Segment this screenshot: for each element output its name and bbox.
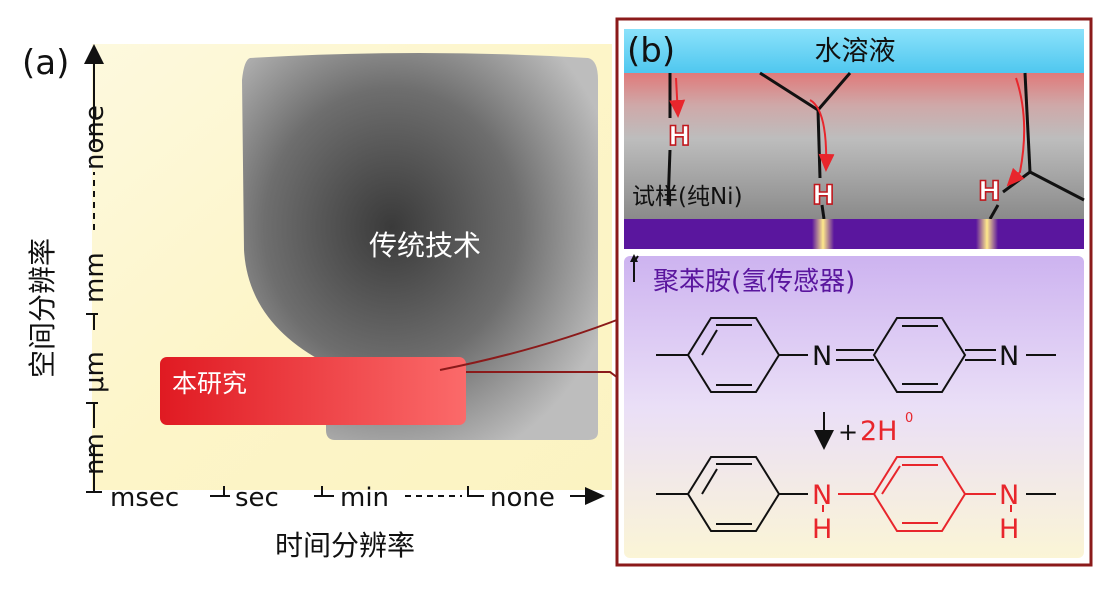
y-tick-mm: mm — [80, 252, 110, 303]
amine-nitrogen-1: N — [812, 480, 832, 511]
y-tick-none: none — [80, 105, 110, 170]
reaction-plus: + — [838, 418, 858, 446]
panel-b-label: (b) — [627, 31, 675, 71]
emeraldine-structure — [656, 317, 1056, 393]
panel-a: 传统技术 本研究 nm μm mm none msec sec min — [22, 43, 612, 562]
sensor-layer — [624, 219, 1084, 249]
x-axis-title: 时间分辨率 — [275, 529, 415, 562]
amine-hydrogen-2: H — [999, 514, 1019, 545]
sample-layer — [624, 73, 1084, 219]
reaction-reagent-sup: 0 — [905, 411, 913, 426]
x-tick-min: min — [340, 483, 389, 513]
y-tick-um: μm — [80, 351, 110, 393]
nitrogen-1: N — [812, 341, 832, 372]
amine-hydrogen-1: H — [812, 514, 832, 545]
conventional-label: 传统技术 — [369, 229, 481, 262]
this-work-label: 本研究 — [172, 369, 247, 398]
hydrogen-atom-3: H — [978, 176, 1001, 207]
y-axis-title: 空间分辨率 — [26, 238, 59, 378]
callout-line-upper — [439, 317, 623, 371]
panel-a-label: (a) — [22, 43, 69, 83]
hydrogen-atom-1: H — [668, 121, 691, 152]
x-tick-msec: msec — [110, 483, 179, 513]
solution-layer — [624, 29, 1084, 73]
sensor-detail-box — [624, 256, 1084, 558]
conventional-region — [242, 53, 598, 440]
nitrogen-2: N — [999, 341, 1019, 372]
panel-b: 水溶液 H H H 试样(纯Ni) — [615, 17, 1093, 567]
y-tick-nm: nm — [80, 433, 110, 475]
x-tick-none: none — [490, 483, 555, 513]
x-tick-sec: sec — [235, 483, 279, 513]
solution-label: 水溶液 — [815, 36, 896, 67]
amine-nitrogen-2: N — [999, 480, 1019, 511]
sample-label: 试样(纯Ni) — [632, 184, 743, 210]
callout-line-lower — [466, 371, 619, 379]
detection-spot-2 — [976, 219, 998, 249]
this-work-region — [160, 357, 466, 425]
reaction-reagent: 2H — [860, 416, 897, 447]
x-axis-arrowhead — [585, 487, 605, 505]
sensor-label: 聚苯胺(氢传感器) — [653, 267, 855, 297]
leucoemeraldine-structure — [656, 456, 1056, 532]
detection-spot-1 — [812, 219, 834, 249]
hydrogen-atom-2: H — [812, 180, 835, 211]
